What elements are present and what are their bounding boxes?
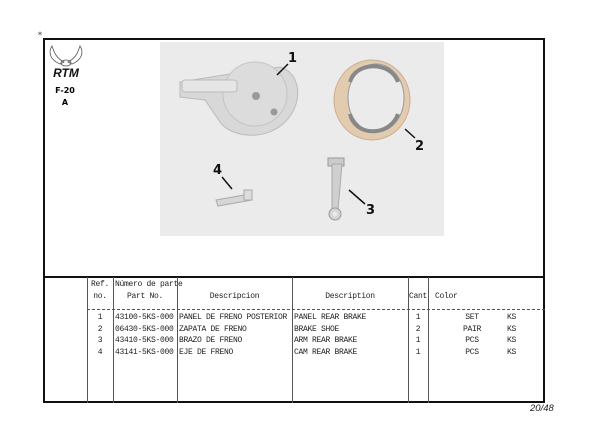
brake-arm-part: [327, 157, 345, 221]
cell-description: BRAKE SHOE: [294, 324, 340, 334]
cell-ref: 3: [97, 336, 103, 345]
cell-descripcion: EJE DE FRENO: [179, 347, 234, 357]
cell-color: KS: [507, 324, 517, 334]
col-divider: [428, 277, 429, 403]
header-ref-no: no.: [93, 292, 107, 301]
cell-descripcion: BRAZO DE FRENO: [179, 336, 243, 345]
cell-unit: PAIR: [462, 324, 481, 334]
cell-cant: 1: [415, 347, 421, 357]
cell-cant: 1: [415, 336, 421, 345]
header-part-es: Número de parte: [115, 280, 183, 289]
header-description: Description: [325, 292, 375, 301]
parts-photo: 1 2 3 4: [160, 42, 444, 236]
total-pages: 48: [543, 403, 554, 414]
cell-cant: 2: [415, 324, 421, 334]
brake-panel-part: [179, 61, 299, 136]
cell-color: KS: [507, 336, 517, 345]
col-divider: [87, 277, 88, 403]
cell-part-no: 43100-5KS-000: [115, 313, 174, 322]
cell-description: ARM REAR BRAKE: [294, 336, 358, 345]
cell-color: KS: [507, 313, 517, 322]
callout-1: 1: [288, 51, 297, 66]
header-cant: Cant: [408, 292, 427, 301]
col-divider: [113, 277, 114, 403]
header-descripcion: Descripcion: [209, 292, 260, 301]
cell-part-no: 06430-5KS-000: [115, 324, 174, 334]
page-number: 20/48: [530, 403, 554, 414]
cell-unit: PCS: [465, 336, 479, 345]
page-frame: [43, 38, 545, 403]
figure-variant: A: [61, 98, 69, 107]
col-divider: [408, 277, 409, 403]
current-page: 20: [530, 403, 541, 414]
cell-description: CAM REAR BRAKE: [294, 347, 358, 357]
col-divider: [292, 277, 293, 403]
logo-text: RTM: [53, 66, 80, 80]
callout-4: 4: [213, 163, 222, 178]
cell-unit: SET: [465, 313, 479, 322]
header-separator: [87, 309, 545, 310]
header-part-no: Part No.: [126, 292, 163, 301]
cell-descripcion: ZAPATA DE FRENO: [179, 324, 247, 334]
callout-3: 3: [366, 203, 375, 218]
cell-part-no: 43141-5KS-000: [115, 347, 174, 357]
callout-2: 2: [415, 139, 424, 154]
cell-descripcion: PANEL DE FRENO POSTERIOR: [179, 313, 288, 322]
rtm-logo: RTM: [49, 45, 83, 80]
header-ref: Ref.: [90, 280, 109, 289]
header-color: Color: [435, 292, 458, 301]
cell-ref: 4: [97, 347, 103, 357]
cell-color: KS: [507, 347, 517, 357]
cell-cant: 1: [415, 313, 421, 322]
cell-unit: PCS: [465, 347, 479, 357]
cell-ref: 2: [97, 324, 103, 334]
figure-code: F-20: [55, 86, 75, 95]
cell-part-no: 43410-5KS-000: [115, 336, 174, 345]
cell-description: PANEL REAR BRAKE: [294, 313, 367, 322]
cell-ref: 1: [97, 313, 103, 322]
page-separator: /: [540, 403, 544, 414]
brake-cam-part: [215, 189, 253, 207]
brake-shoe-part: [333, 59, 411, 141]
corner-mark: *: [38, 31, 42, 40]
col-divider: [177, 277, 178, 403]
table-top-rule: [43, 276, 545, 278]
